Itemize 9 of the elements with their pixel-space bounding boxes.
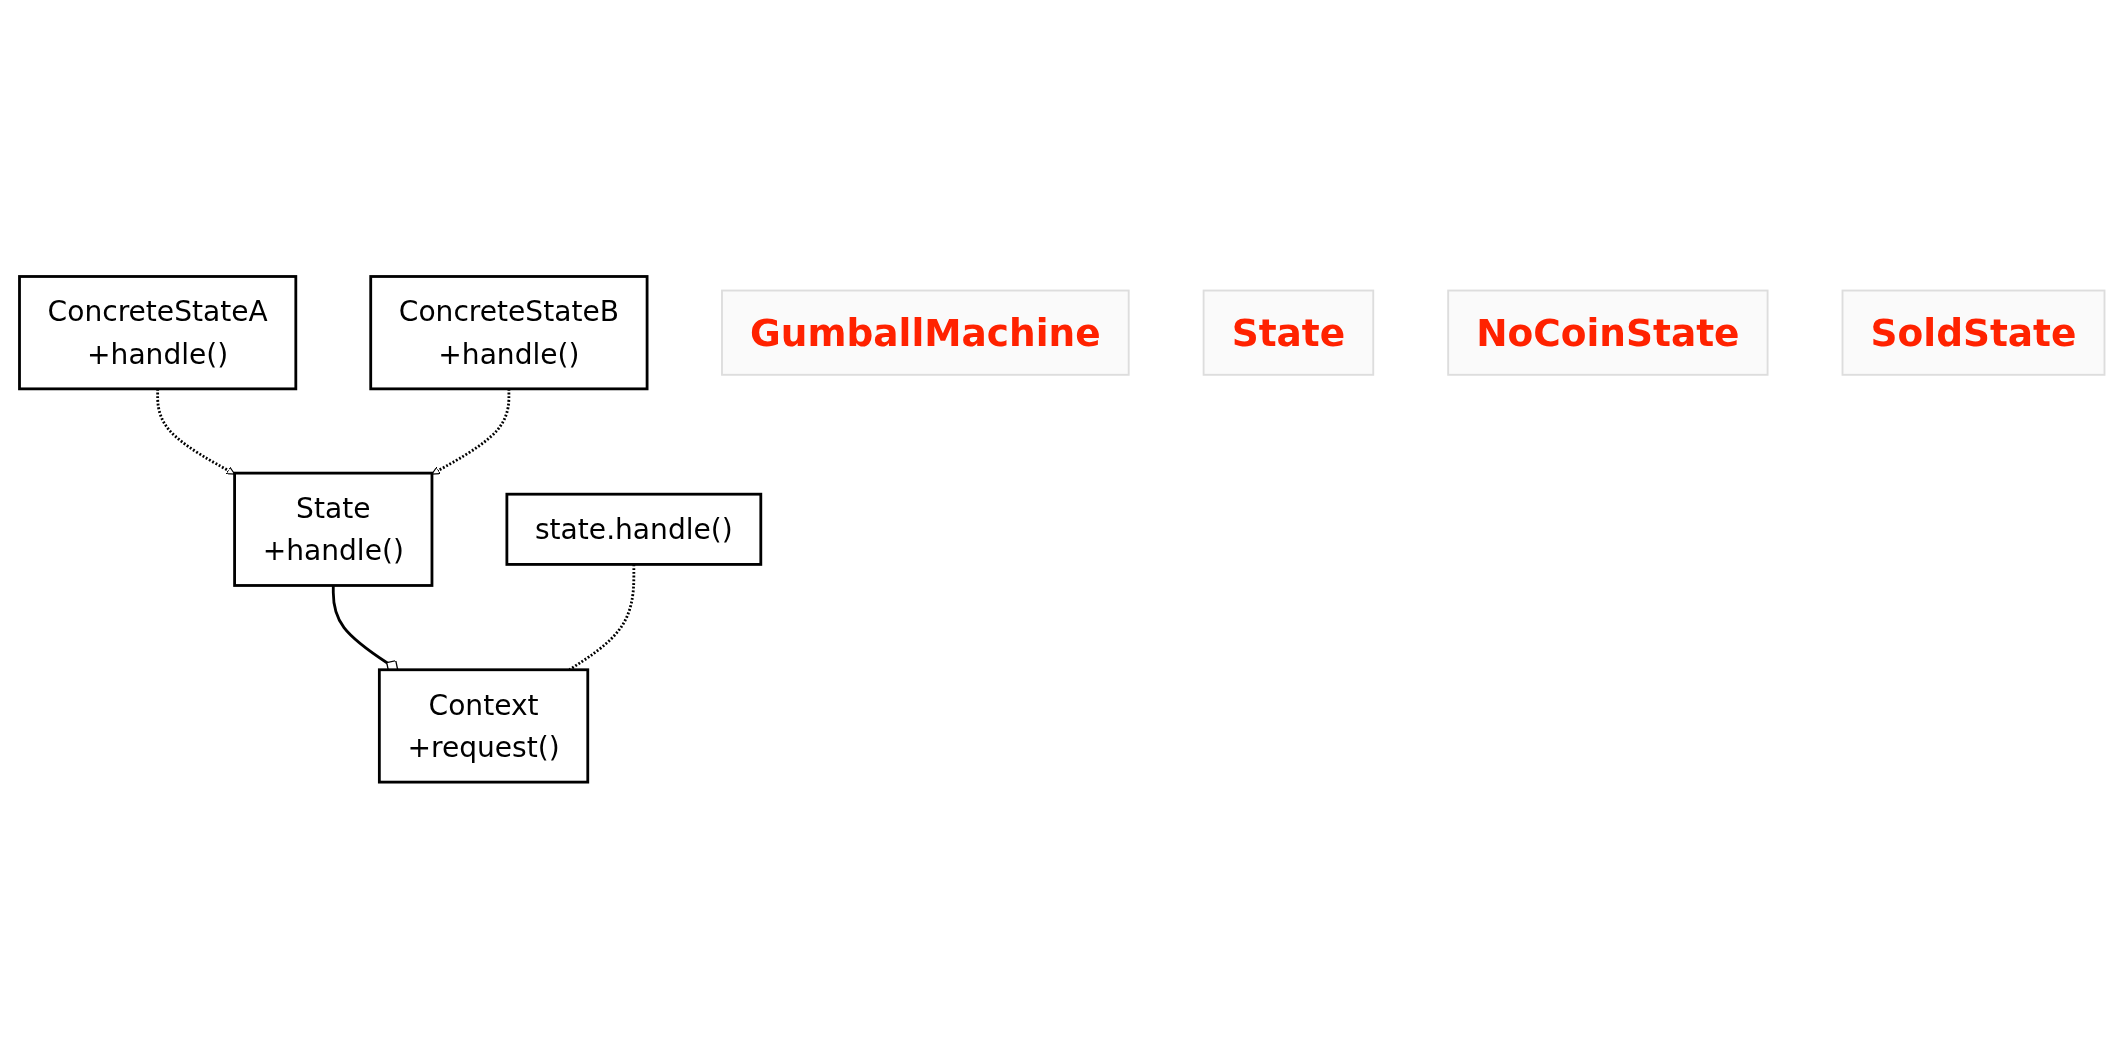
node-box: GumballMachine	[721, 289, 1130, 376]
node-box: state.handle()	[505, 492, 763, 566]
node-box: NoCoinState	[1447, 289, 1769, 376]
node-box: State +handle()	[233, 471, 434, 587]
node-box: ConcreteStateA +handle()	[18, 274, 298, 390]
node-box: ConcreteStateB +handle()	[369, 274, 649, 390]
node-box: Context +request()	[377, 668, 590, 784]
node-box: State	[1202, 289, 1375, 376]
node-box: SoldState	[1841, 289, 2106, 376]
